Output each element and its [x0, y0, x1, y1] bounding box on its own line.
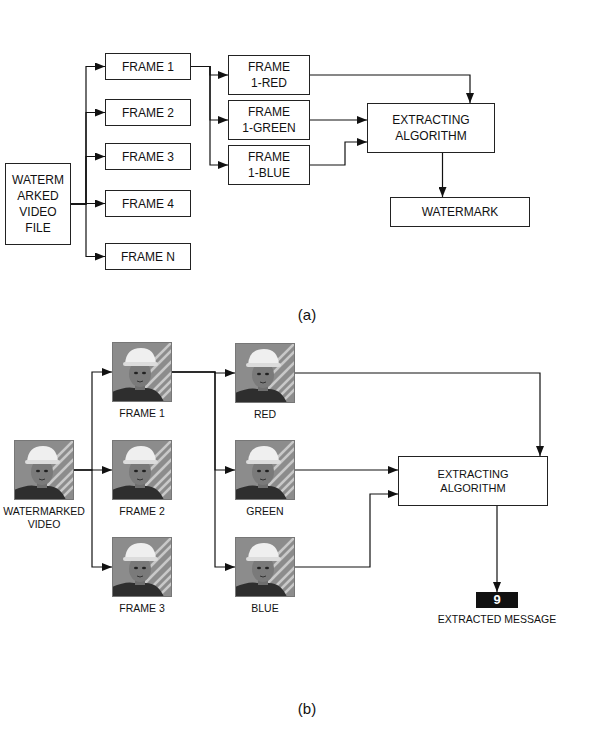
image-caption: WATERMARKED VIDEO — [3, 505, 85, 531]
photo-slot — [235, 343, 295, 403]
frame-image: FRAME 3 — [111, 537, 173, 615]
channel-photo — [235, 440, 295, 500]
video-image: WATERMARKED VIDEO — [2, 440, 86, 531]
image-caption: FRAME 1 — [111, 407, 173, 420]
box-label: WATERM ARKED VIDEO FILE — [12, 172, 64, 236]
process-box: EXTRACTING ALGORITHM — [398, 456, 548, 506]
box-label: WATERMARK — [422, 204, 499, 220]
arrow-connector — [172, 372, 235, 470]
image-caption: GREEN — [234, 505, 296, 518]
photo-slot — [14, 440, 74, 500]
box-label: FRAME 4 — [122, 196, 174, 212]
channel-photo — [235, 537, 295, 597]
frame-box: FRAME 2 — [105, 99, 191, 126]
photo-slot — [112, 342, 172, 402]
frame-image: FRAME 2 — [111, 440, 173, 518]
frame-box: FRAME 4 — [105, 190, 191, 217]
photo-slot — [112, 537, 172, 597]
arrow-connector — [310, 75, 470, 103]
box-label: FRAME 1 — [122, 59, 174, 75]
photo-slot — [235, 537, 295, 597]
frame-photo — [112, 342, 172, 402]
channel-box: FRAME 1-RED — [228, 55, 310, 95]
box-label: FRAME 3 — [122, 149, 174, 165]
arrow-connector — [310, 142, 367, 165]
message-image: 9EXTRACTED MESSAGE — [437, 592, 558, 626]
arrow-connector — [74, 470, 112, 567]
frame-box: FRAME N — [105, 243, 191, 270]
arrow-connector — [71, 157, 105, 205]
image-caption: FRAME 2 — [111, 505, 173, 518]
arrow-connector — [71, 113, 105, 205]
channel-photo — [235, 343, 295, 403]
image-caption: RED — [234, 408, 296, 421]
channel-image: BLUE — [234, 537, 296, 615]
box-label: FRAME 2 — [122, 105, 174, 121]
photo-slot — [112, 440, 172, 500]
subfigure-label: (a) — [298, 306, 316, 323]
box-label: FRAME 1-GREEN — [242, 104, 295, 136]
arrow-connector — [71, 204, 105, 257]
arrow-connector — [496, 506, 497, 592]
input-box: WATERM ARKED VIDEO FILE — [5, 163, 71, 245]
process-box: EXTRACTING ALGORITHM — [367, 103, 495, 153]
subfigure-label: (b) — [298, 700, 316, 717]
frame-photo — [112, 537, 172, 597]
box-label: FRAME 1-RED — [248, 59, 290, 91]
frame-box: FRAME 3 — [105, 143, 191, 170]
channel-image: GREEN — [234, 440, 296, 518]
image-caption: FRAME 3 — [111, 602, 173, 615]
frame-image: FRAME 1 — [111, 342, 173, 420]
channel-box: FRAME 1-GREEN — [228, 100, 310, 140]
arrow-connector — [191, 67, 228, 166]
arrow-connector — [172, 372, 235, 567]
arrow-connector — [74, 372, 112, 470]
arrow-connector — [295, 494, 398, 567]
image-caption: EXTRACTED MESSAGE — [437, 613, 558, 626]
output-box: WATERMARK — [390, 197, 530, 227]
box-label: EXTRACTING ALGORITHM — [438, 467, 509, 495]
photo-slot — [235, 440, 295, 500]
arrow-connector — [310, 119, 367, 120]
box-label: EXTRACTING ALGORITHM — [392, 112, 469, 144]
video-photo — [14, 440, 74, 500]
channel-box: FRAME 1-BLUE — [228, 145, 310, 185]
arrow-connector — [71, 67, 105, 205]
frame-photo — [112, 440, 172, 500]
arrow-connector — [295, 469, 398, 470]
box-label: FRAME N — [121, 249, 175, 265]
frame-box: FRAME 1 — [105, 53, 191, 80]
box-label: FRAME 1-BLUE — [248, 149, 290, 181]
image-caption: BLUE — [234, 602, 296, 615]
channel-image: RED — [234, 343, 296, 421]
watermark-glyph: 9 — [493, 592, 500, 608]
watermark-image: 9 — [476, 592, 518, 608]
arrow-connector — [442, 153, 443, 197]
arrow-connector — [295, 373, 540, 456]
